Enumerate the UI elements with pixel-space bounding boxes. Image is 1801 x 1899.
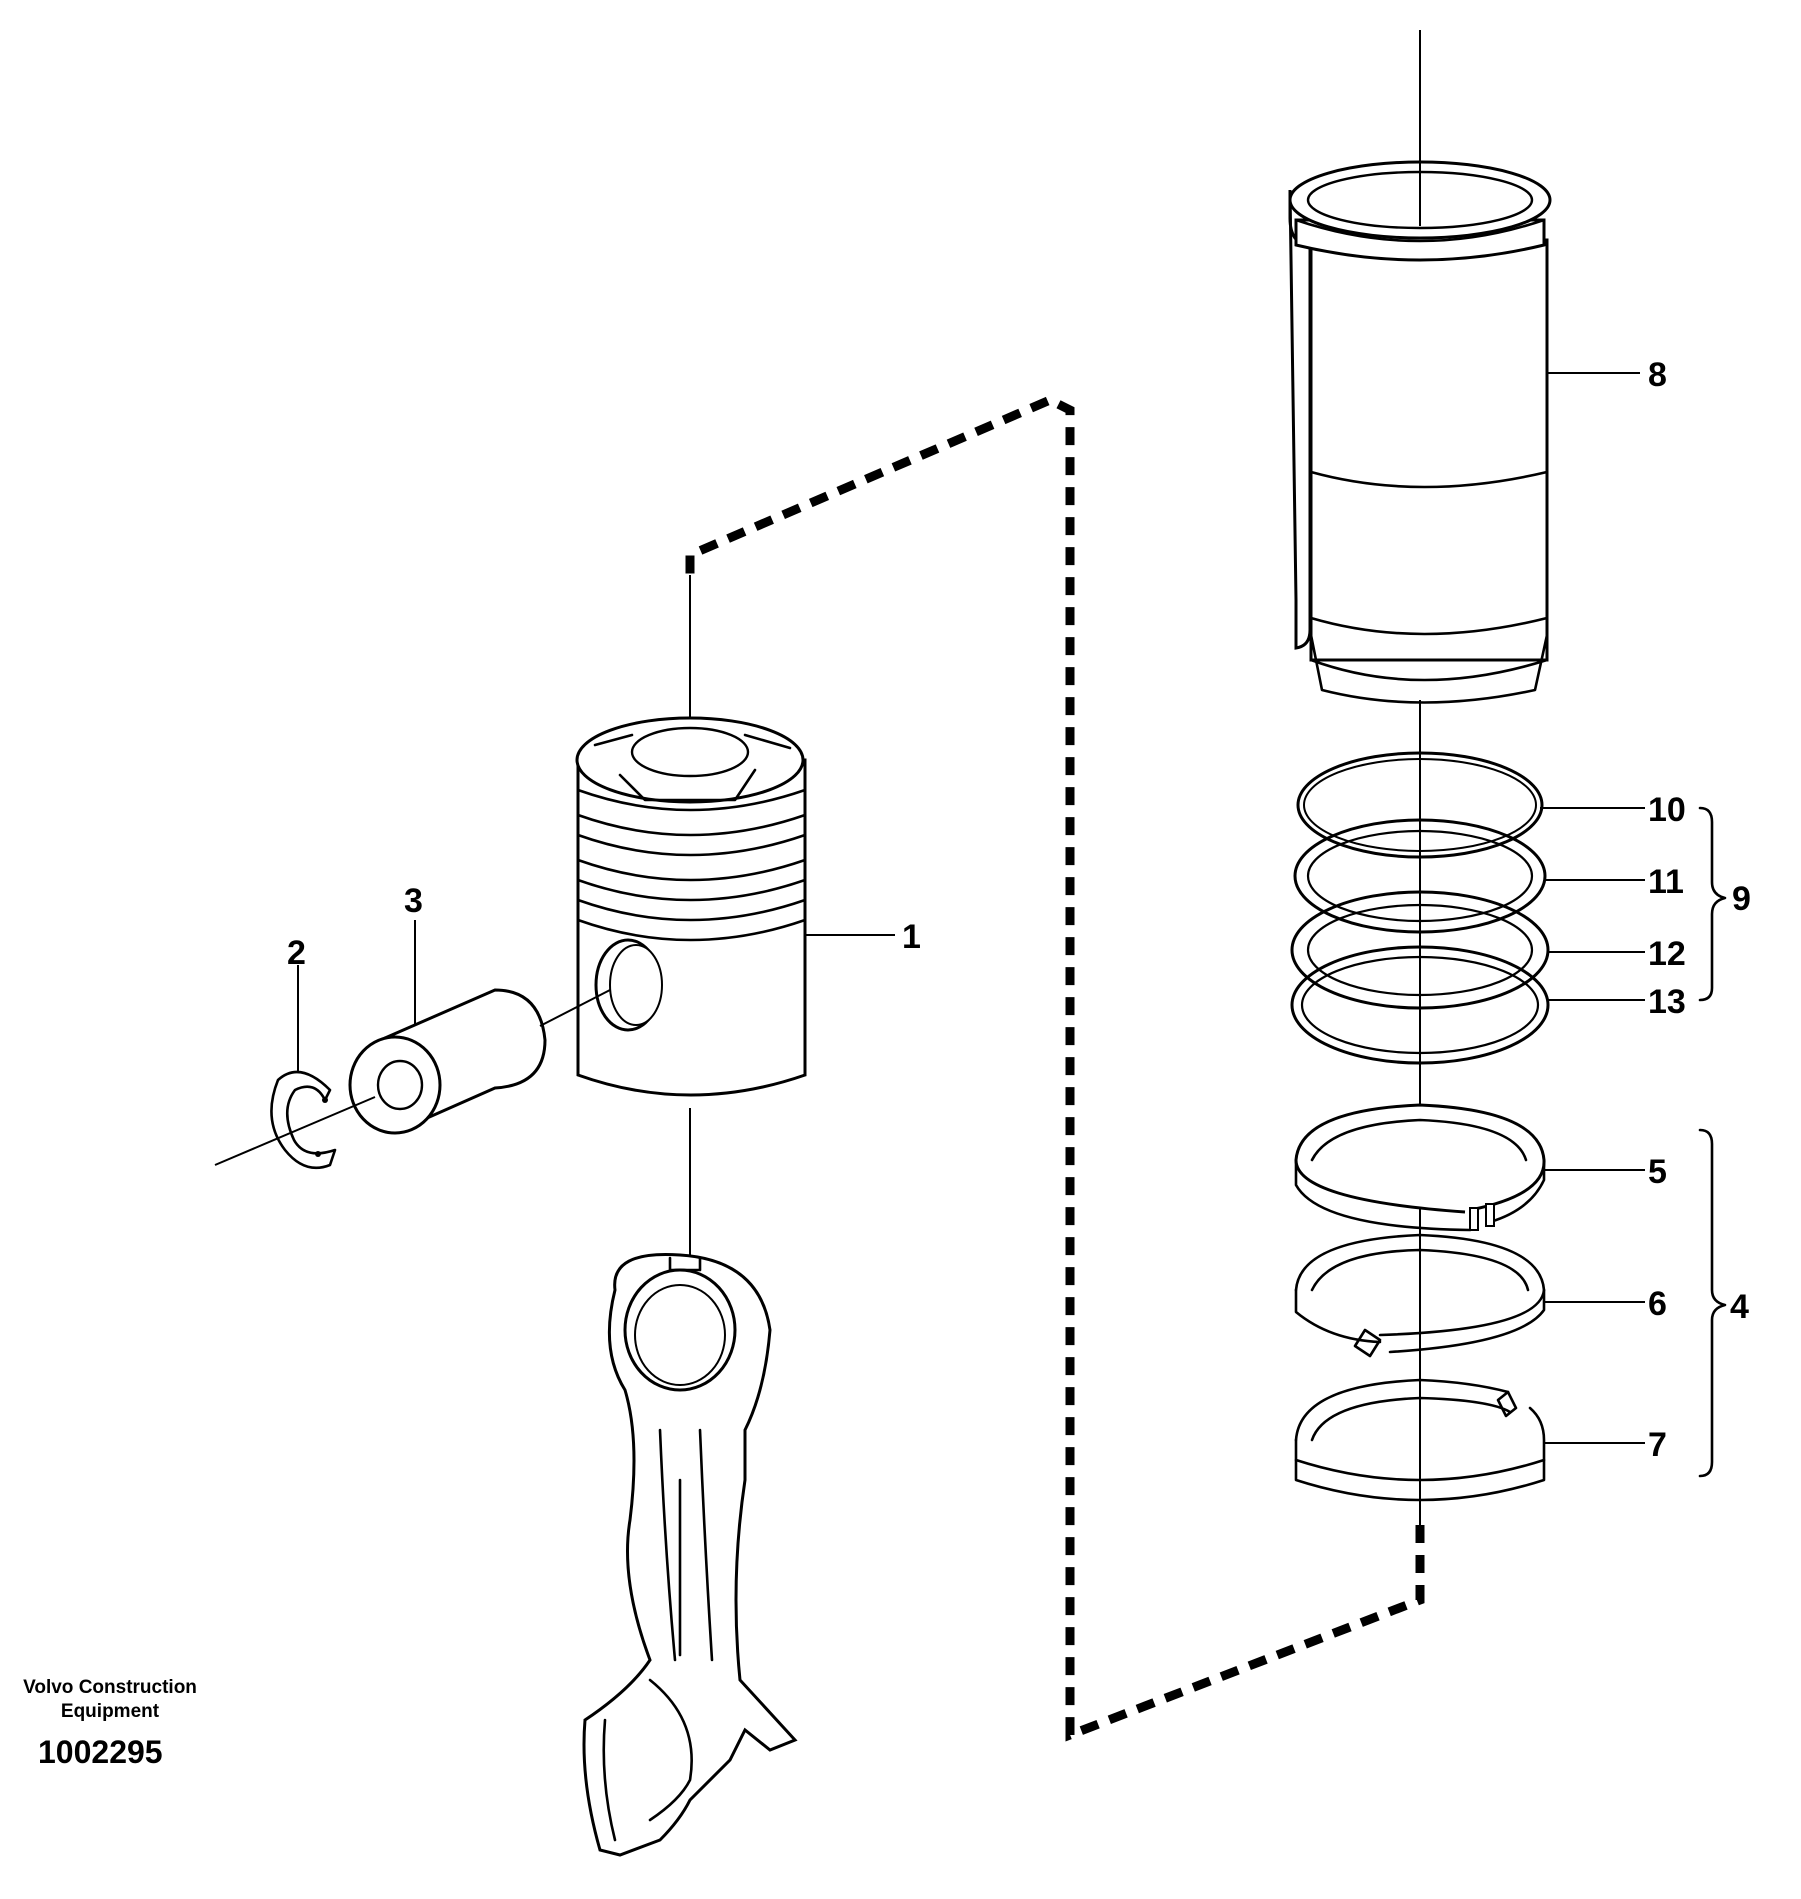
callout-6: 6 [1648,1285,1667,1323]
brace-4 [1698,1128,1727,1478]
connecting-rod [582,1252,798,1857]
callout-11: 11 [1648,863,1684,901]
piston-ring-6 [1294,1233,1546,1358]
ring-13 [1290,945,1550,1065]
callout-9: 9 [1732,880,1751,918]
piston-ring-7 [1294,1378,1546,1502]
ring-10 [1296,751,1544,859]
document-number: 1002295 [38,1734,163,1770]
piston-pin [348,988,547,1135]
publisher-caption: Volvo Construction Equipment [10,1676,210,1724]
cylinder-liner [1288,160,1552,704]
callout-4: 4 [1730,1288,1749,1326]
callout-1: 1 [902,918,921,956]
publisher-line1: Volvo Construction [23,1677,197,1698]
ring-12 [1290,890,1550,1010]
piston [575,716,807,1097]
callout-10: 10 [1648,791,1686,829]
ring-11 [1293,818,1547,934]
callout-7: 7 [1648,1426,1667,1464]
publisher-line2: Equipment [60,1701,160,1722]
callout-12: 12 [1648,935,1686,973]
brace-9 [1698,806,1727,1002]
piston-ring-5 [1294,1103,1546,1232]
callout-2: 2 [287,934,306,972]
callout-8: 8 [1648,356,1667,394]
snap-ring [270,1070,337,1170]
callout-5: 5 [1648,1153,1667,1191]
callout-13: 13 [1648,983,1686,1021]
callout-3: 3 [404,882,423,920]
